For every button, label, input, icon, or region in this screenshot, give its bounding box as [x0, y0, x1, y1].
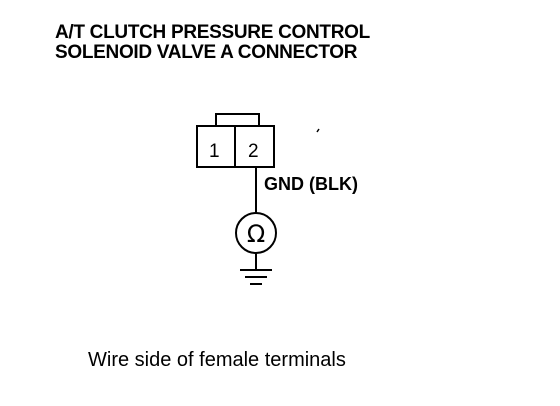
diagram-title-line-2: SOLENOID VALVE A CONNECTOR	[55, 42, 358, 63]
ohmmeter-icon: Ω	[235, 212, 277, 254]
diagram-caption: Wire side of female terminals	[88, 349, 346, 371]
pin-1-label: 1	[209, 141, 220, 162]
connector	[196, 113, 275, 168]
diagram-title-line-1: A/T CLUTCH PRESSURE CONTROL	[55, 22, 370, 43]
pin-2-label: 2	[248, 141, 259, 162]
ground-icon	[240, 269, 272, 285]
wire-gnd-label: GND (BLK)	[264, 174, 358, 194]
connector-lock-tab	[215, 113, 260, 126]
stray-mark	[316, 128, 320, 133]
ohm-symbol: Ω	[247, 220, 265, 248]
